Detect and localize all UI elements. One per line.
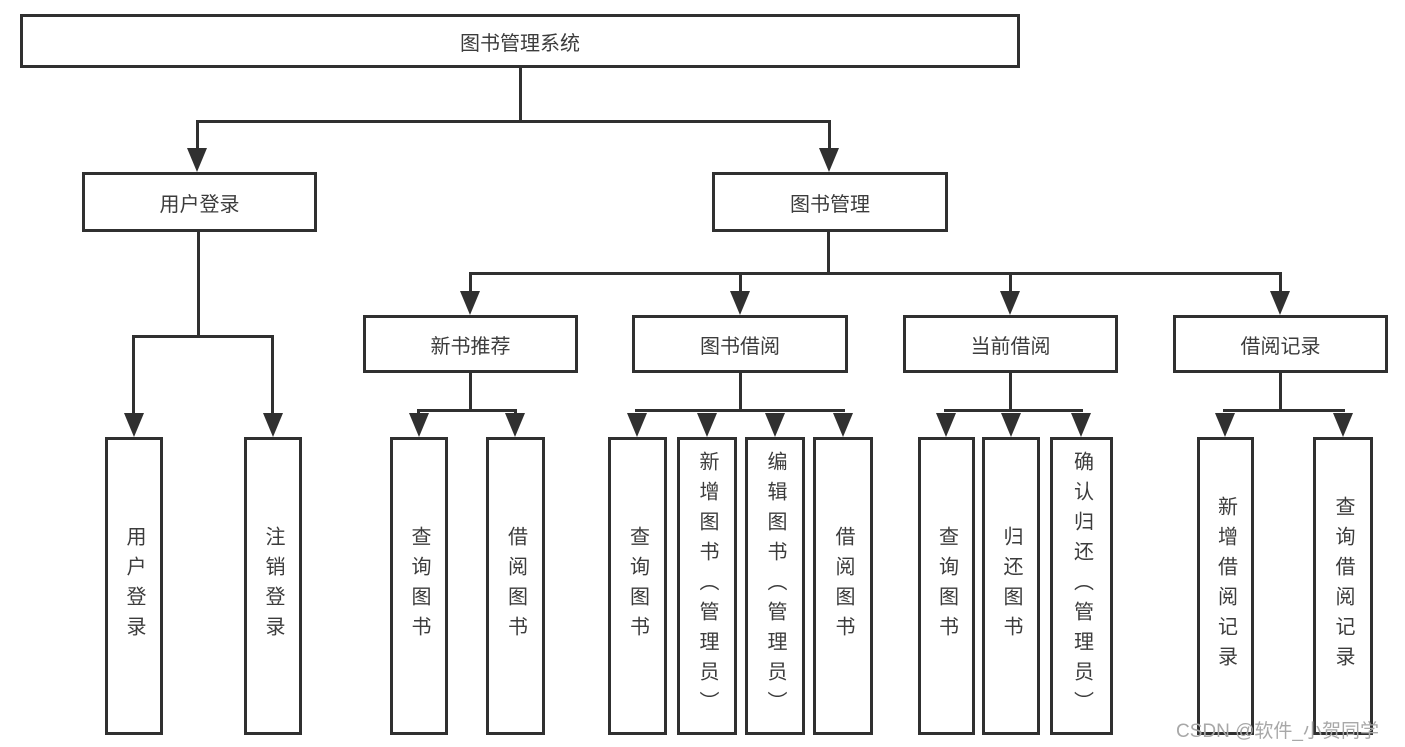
leaf-add-books-admin: 新增图书（管理员） bbox=[677, 437, 737, 735]
connector-branch bbox=[944, 409, 1083, 412]
leaf-query-books-2: 查询图书 bbox=[608, 437, 667, 735]
leaf-query-borrow-record: 查询借阅记录 bbox=[1313, 437, 1373, 735]
node-label: 图书管理系统 bbox=[460, 32, 580, 55]
node-label: 当前借阅 bbox=[970, 335, 1051, 358]
connector-stub bbox=[469, 373, 472, 409]
connector-root-branch bbox=[196, 120, 831, 123]
node-label: 确认归还（管理员） bbox=[1070, 451, 1093, 721]
node-book-borrowing: 图书借阅 bbox=[632, 315, 848, 373]
connector-line bbox=[271, 335, 274, 416]
arrowhead-down-icon bbox=[1000, 291, 1020, 315]
node-label: 图书借阅 bbox=[700, 335, 780, 358]
leaf-return-books: 归还图书 bbox=[982, 437, 1040, 735]
connector-line bbox=[196, 120, 199, 150]
connector-line bbox=[132, 335, 135, 416]
connector-line bbox=[1009, 272, 1012, 293]
node-label: 图书管理 bbox=[790, 193, 870, 216]
node-label: 查询图书 bbox=[935, 526, 958, 646]
node-library-system: 图书管理系统 bbox=[20, 14, 1020, 68]
node-label: 新增图书（管理员） bbox=[696, 451, 718, 721]
node-label: 归还图书 bbox=[1000, 526, 1022, 646]
arrowhead-down-icon bbox=[936, 413, 956, 437]
node-label: 查询图书 bbox=[626, 526, 649, 646]
node-label: 借阅记录 bbox=[1240, 335, 1321, 358]
node-label: 注销登录 bbox=[262, 526, 284, 646]
connector-line bbox=[469, 272, 472, 293]
node-label: 借阅图书 bbox=[504, 526, 527, 646]
arrowhead-down-icon bbox=[1001, 413, 1021, 437]
arrowhead-down-icon bbox=[1333, 413, 1353, 437]
leaf-query-books-1: 查询图书 bbox=[390, 437, 448, 735]
arrowhead-down-icon bbox=[697, 413, 717, 437]
leaf-logout: 注销登录 bbox=[244, 437, 302, 735]
arrowhead-down-icon bbox=[627, 413, 647, 437]
leaf-borrow-books-1: 借阅图书 bbox=[486, 437, 545, 735]
connector-stub bbox=[1009, 373, 1012, 409]
arrowhead-down-icon bbox=[187, 148, 207, 172]
leaf-user-login: 用户登录 bbox=[105, 437, 163, 735]
csdn-watermark: CSDN @软件_小贺同学 bbox=[1176, 721, 1379, 742]
arrowhead-down-icon bbox=[833, 413, 853, 437]
arrowhead-down-icon bbox=[263, 413, 283, 437]
arrowhead-down-icon bbox=[409, 413, 429, 437]
leaf-borrow-books-2: 借阅图书 bbox=[813, 437, 873, 735]
connector-stub bbox=[739, 373, 742, 409]
connector-branch bbox=[469, 272, 1281, 275]
node-current-borrowing: 当前借阅 bbox=[903, 315, 1118, 373]
node-label: 编辑图书（管理员） bbox=[764, 451, 786, 721]
arrowhead-down-icon bbox=[819, 148, 839, 172]
node-label: 查询借阅记录 bbox=[1332, 496, 1354, 676]
arrowhead-down-icon bbox=[505, 413, 525, 437]
leaf-edit-books-admin: 编辑图书（管理员） bbox=[745, 437, 805, 735]
node-label: 借阅图书 bbox=[832, 526, 854, 646]
connector-stub bbox=[1279, 373, 1282, 409]
node-book-management: 图书管理 bbox=[712, 172, 948, 232]
arrowhead-down-icon bbox=[1270, 291, 1290, 315]
connector-line bbox=[739, 272, 742, 293]
arrowhead-down-icon bbox=[124, 413, 144, 437]
node-label: 新书推荐 bbox=[430, 335, 511, 358]
arrowhead-down-icon bbox=[1071, 413, 1091, 437]
node-label: 用户登录 bbox=[123, 526, 145, 646]
node-borrowing-records: 借阅记录 bbox=[1173, 315, 1388, 373]
connector-stub bbox=[827, 232, 830, 272]
arrowhead-down-icon bbox=[460, 291, 480, 315]
arrowhead-down-icon bbox=[1215, 413, 1235, 437]
arrowhead-down-icon bbox=[765, 413, 785, 437]
connector-root-stub bbox=[519, 68, 522, 120]
connector-line bbox=[1279, 272, 1282, 293]
connector-branch bbox=[417, 409, 517, 412]
arrowhead-down-icon bbox=[730, 291, 750, 315]
connector-branch bbox=[132, 335, 274, 338]
leaf-query-books-3: 查询图书 bbox=[918, 437, 975, 735]
node-label: 查询图书 bbox=[408, 526, 430, 646]
connector-stub bbox=[197, 232, 200, 335]
leaf-add-borrow-record: 新增借阅记录 bbox=[1197, 437, 1254, 735]
connector-line bbox=[828, 120, 831, 150]
connector-branch bbox=[1223, 409, 1345, 412]
node-label: 用户登录 bbox=[159, 193, 240, 216]
node-user-login: 用户登录 bbox=[82, 172, 317, 232]
node-new-book-recommend: 新书推荐 bbox=[363, 315, 578, 373]
node-label: 新增借阅记录 bbox=[1214, 496, 1237, 676]
connector-branch bbox=[635, 409, 845, 412]
leaf-confirm-return-admin: 确认归还（管理员） bbox=[1050, 437, 1113, 735]
